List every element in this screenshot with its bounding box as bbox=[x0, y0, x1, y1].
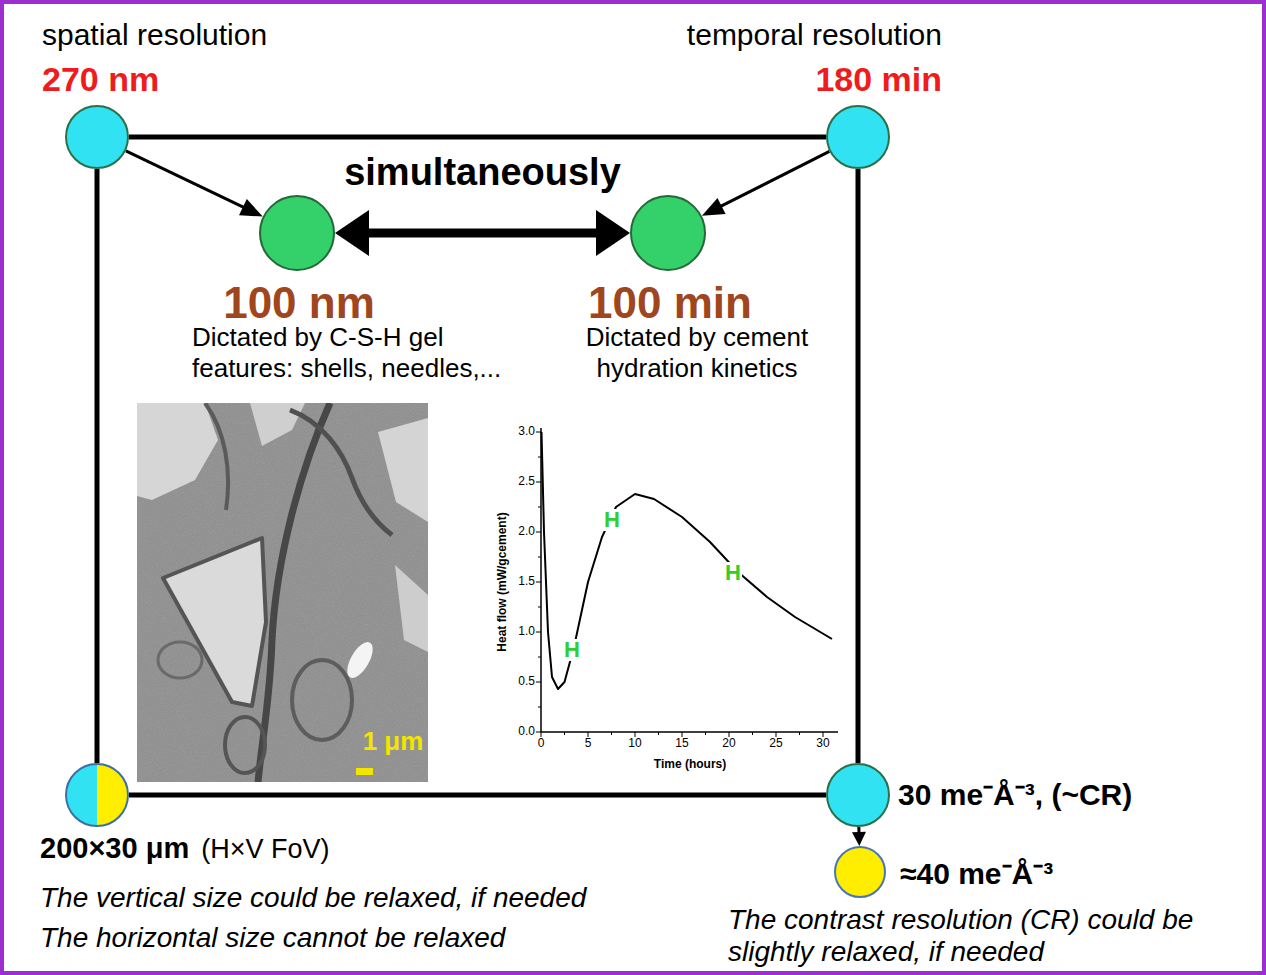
contrast-value: 30 me⁻Å⁻³, (~CR) bbox=[898, 778, 1132, 813]
requirement-circle: 30 me⁻Å⁻³, (~CR) bbox=[826, 763, 890, 827]
parameter-name: spatial resolution bbox=[42, 18, 267, 53]
axis-tick: 5 bbox=[585, 737, 592, 751]
contrast-value: ≈40 me⁻Å⁻³ bbox=[900, 857, 1053, 892]
axis-tick: 1.0 bbox=[518, 625, 535, 639]
axis-tick: 25 bbox=[769, 737, 782, 751]
connector-line bbox=[95, 169, 100, 763]
edge-label: simultaneously bbox=[344, 151, 621, 195]
requirement-circle: 200×30 μm(H×V FoV)The vertical size coul… bbox=[65, 763, 129, 827]
connector bbox=[126, 151, 263, 217]
hydration-marker: H bbox=[563, 639, 581, 661]
connector-line bbox=[129, 135, 826, 140]
axis-tick: 30 bbox=[816, 737, 829, 751]
target-value: 100 min bbox=[588, 278, 752, 329]
axis-tick: 0.0 bbox=[518, 725, 535, 739]
relaxed-circle: ≈40 me⁻Å⁻³The contrast resolution (CR) c… bbox=[834, 846, 886, 898]
axis-tick: 2.0 bbox=[518, 525, 535, 539]
axis-tick: 10 bbox=[628, 737, 641, 751]
note-text: Dictated by C-S-H gel features: shells, … bbox=[192, 322, 537, 384]
axis-tick: 0 bbox=[538, 737, 545, 751]
note-text: The horizontal size cannot be relaxed bbox=[40, 922, 505, 954]
connector-line bbox=[856, 169, 861, 763]
required-value: 270 nm bbox=[42, 60, 159, 99]
parameter-name: temporal resolution bbox=[687, 18, 942, 53]
note-text: The contrast resolution (CR) could be sl… bbox=[728, 904, 1258, 968]
scale-bar-label: 1 μm bbox=[363, 727, 424, 757]
connector bbox=[858, 169, 859, 763]
heat-flow-chart bbox=[536, 428, 838, 737]
connector-line bbox=[126, 151, 247, 209]
axis-tick: 3.0 bbox=[518, 425, 535, 439]
field-of-view-unit: (H×V FoV) bbox=[201, 834, 329, 865]
axis-tick: 2.5 bbox=[518, 475, 535, 489]
arrowhead bbox=[702, 198, 726, 216]
target-circle: 100 minDictated by cement hydration kine… bbox=[630, 195, 706, 271]
axis-tick: 20 bbox=[722, 737, 735, 751]
connector-line bbox=[362, 229, 603, 238]
connector bbox=[129, 795, 826, 796]
axis-tick: 0.5 bbox=[518, 675, 535, 689]
connector bbox=[97, 169, 98, 763]
required-value: 180 min bbox=[815, 60, 942, 99]
axis-tick: 1.5 bbox=[518, 575, 535, 589]
requirement-circle: spatial resolution270 nm bbox=[65, 105, 129, 169]
note-text: The vertical size could be relaxed, if n… bbox=[40, 882, 586, 914]
axis-tick: 15 bbox=[675, 737, 688, 751]
target-circle: 100 nmDictated by C-S-H gel features: sh… bbox=[259, 195, 335, 271]
arrowhead bbox=[239, 199, 263, 217]
connector bbox=[129, 137, 826, 138]
requirement-circle: temporal resolution180 min bbox=[826, 105, 890, 169]
arrowhead bbox=[335, 210, 369, 256]
connector bbox=[335, 210, 630, 256]
hydration-marker: H bbox=[603, 509, 621, 531]
arrowhead bbox=[852, 832, 866, 846]
connector bbox=[702, 151, 830, 215]
connector-line bbox=[129, 793, 826, 798]
axis-title: Heat flow (mW/gcement) bbox=[496, 512, 510, 651]
connector bbox=[852, 827, 866, 846]
note-text: Dictated by cement hydration kinetics bbox=[542, 322, 852, 384]
connector-line bbox=[718, 151, 830, 207]
hydration-marker: H bbox=[724, 562, 742, 584]
arrowhead bbox=[596, 210, 630, 256]
micrograph bbox=[137, 403, 428, 782]
axis-title: Time (hours) bbox=[654, 758, 726, 772]
field-of-view: 200×30 μm bbox=[40, 832, 189, 865]
target-value: 100 nm bbox=[223, 278, 375, 329]
